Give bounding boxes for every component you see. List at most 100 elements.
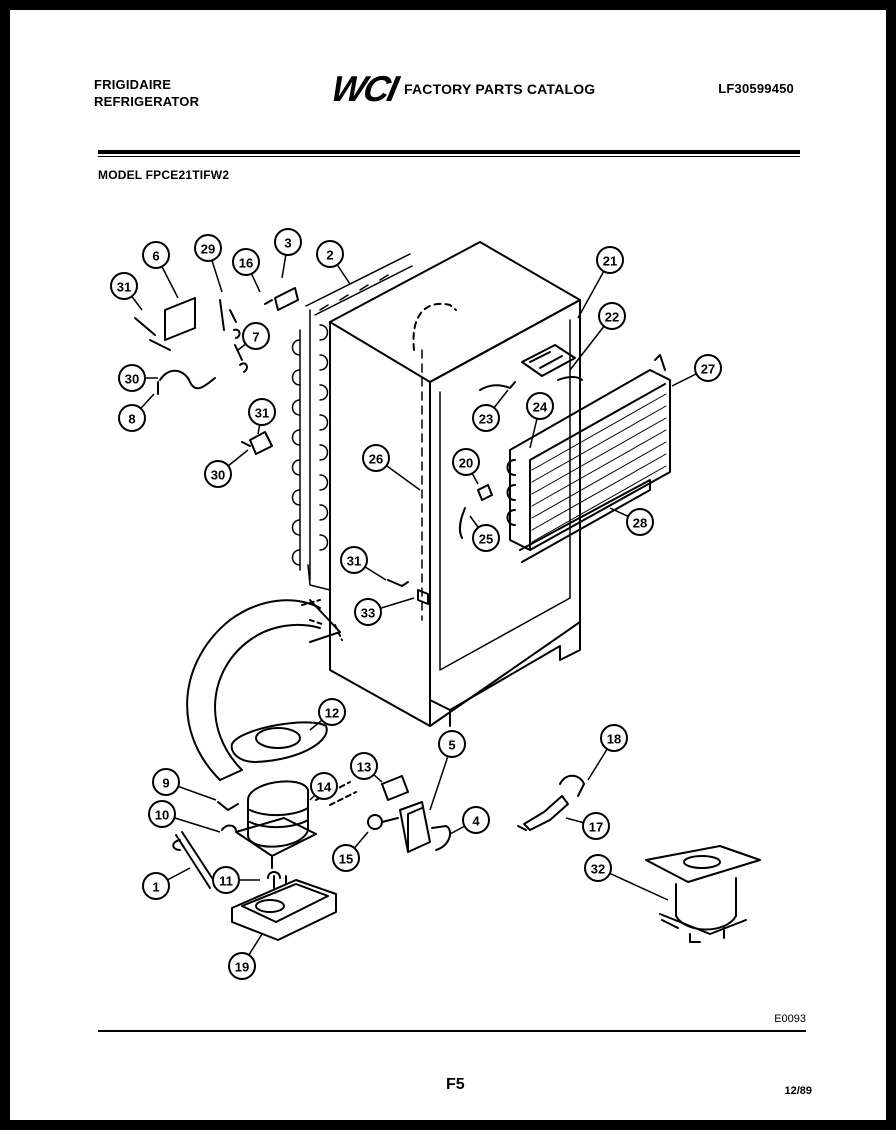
callout-circle (350, 752, 378, 780)
callout-circle (354, 598, 382, 626)
callout-number: 17 (589, 820, 603, 835)
callout-circle (248, 398, 276, 426)
callout-number: 1 (152, 880, 159, 895)
callout-circle (362, 444, 390, 472)
callout-circle (526, 392, 554, 420)
cabinet-drawing (329, 241, 581, 727)
callout-circle (596, 246, 624, 274)
header-rule (98, 150, 800, 154)
callout-circle (582, 812, 610, 840)
callout-circle (332, 844, 360, 872)
brand-name: FRIGIDAIRE (94, 77, 172, 92)
callout-number: 26 (369, 452, 383, 467)
callout-number: 14 (317, 780, 332, 795)
callout-number: 33 (361, 606, 375, 621)
product-type: REFRIGERATOR (94, 94, 200, 109)
relay-overload (367, 775, 452, 853)
callout-number: 27 (701, 362, 715, 377)
callout-circle (242, 322, 270, 350)
callout-circle (694, 354, 722, 382)
callout-circle (142, 872, 170, 900)
fan-motor-assembly (645, 845, 761, 943)
condenser-coil (291, 253, 413, 591)
callout-number: 21 (603, 254, 617, 269)
callout-circle (110, 272, 138, 300)
brand-block: FRIGIDAIRE REFRIGERATOR (94, 76, 199, 110)
callout-number: 12 (325, 706, 339, 721)
diagram-code: E0093 (774, 1013, 806, 1025)
catalog-heading: WCI FACTORY PARTS CATALOG (328, 68, 596, 109)
callout-circle (118, 404, 146, 432)
callout-number: 23 (479, 412, 493, 427)
callout-number: 4 (472, 814, 480, 829)
callout-circle (626, 508, 654, 536)
callout-number: 10 (155, 808, 169, 823)
callout-circle (148, 800, 176, 828)
callout-circle (204, 460, 232, 488)
header-rule-thin (98, 156, 800, 157)
upper-left-hardware (134, 287, 299, 455)
callout-circle (472, 524, 500, 552)
part-number: LF30599450 (718, 81, 794, 96)
callout-circle (598, 302, 626, 330)
callout-number: 28 (633, 516, 647, 531)
callout-circle (340, 546, 368, 574)
evaporator-fan-shroud (521, 344, 583, 381)
footer-rule (98, 1030, 806, 1032)
callout-number: 3 (284, 236, 291, 251)
flow-arrow (186, 599, 343, 781)
callout-number: 9 (162, 776, 169, 791)
callout-circle (472, 404, 500, 432)
callout-circle (584, 854, 612, 882)
model-number: MODEL FPCE21TIFW2 (98, 168, 230, 182)
callout-circle (600, 724, 628, 752)
callout-number: 24 (533, 400, 548, 415)
callout-number: 31 (117, 280, 131, 295)
callout-number: 19 (235, 960, 249, 975)
evaporator-assembly (506, 354, 671, 563)
compressor-assembly (172, 721, 357, 889)
callout-number: 11 (219, 874, 233, 889)
callout-circle (232, 248, 260, 276)
callout-number: 29 (201, 242, 215, 257)
callout-number: 2 (326, 248, 333, 263)
callout-circle (452, 448, 480, 476)
callout-number: 32 (591, 862, 605, 877)
callout-circle (316, 240, 344, 268)
callout-number: 31 (347, 554, 361, 569)
callout-circle (228, 952, 256, 980)
callout-circle (152, 768, 180, 796)
exploded-parts-diagram: 6291632213172227308312324302620252831331… (110, 228, 761, 980)
callout-circle (438, 730, 466, 758)
catalog-page: FRIGIDAIRE REFRIGERATOR WCI FACTORY PART… (10, 10, 886, 1120)
callout-circle (142, 241, 170, 269)
callout-circle (212, 866, 240, 894)
callout-number: 16 (239, 256, 253, 271)
callout-number: 8 (128, 412, 135, 427)
callout-circle (118, 364, 146, 392)
callout-number: 6 (152, 249, 159, 264)
callout-number: 7 (252, 330, 259, 345)
catalog-title: FACTORY PARTS CATALOG (403, 80, 596, 97)
catalog-date: 12/89 (784, 1085, 812, 1097)
callout-number: 31 (255, 406, 269, 421)
callout-number: 30 (125, 372, 139, 387)
callout-number: 5 (448, 738, 455, 753)
callout-number: 18 (607, 732, 621, 747)
defrost-parts (517, 774, 585, 831)
callout-number: 20 (459, 456, 473, 471)
callout-circle (274, 228, 302, 256)
callout-number: 25 (479, 532, 493, 547)
callout-number: 15 (339, 852, 353, 867)
callout-circle (318, 698, 346, 726)
compressor-base-pan (231, 875, 337, 941)
cabinet-hardware (387, 381, 516, 605)
callout-circle (194, 234, 222, 262)
callout-number: 30 (211, 468, 225, 483)
page-label: F5 (446, 1076, 465, 1093)
callout-number: 22 (605, 310, 619, 325)
callout-circle (310, 772, 338, 800)
callout-number: 13 (357, 760, 371, 775)
callout-circle (462, 806, 490, 834)
